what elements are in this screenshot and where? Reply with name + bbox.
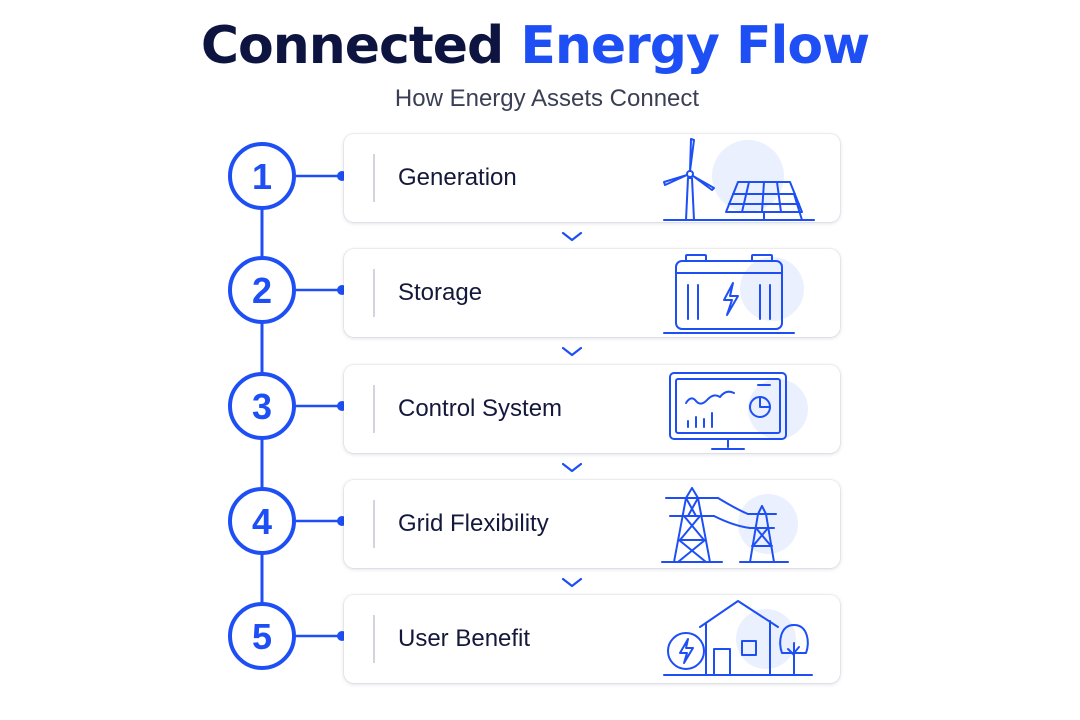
step-number-circle <box>228 602 296 670</box>
step-marker-4: 4 <box>228 487 347 555</box>
card-divider <box>373 615 375 663</box>
step-marker-1: 1 <box>228 142 347 210</box>
step-card-grid-flexibility: Grid Flexibility <box>344 480 840 568</box>
monitor-dashboard-icon <box>669 372 808 450</box>
step-label: Control System <box>398 395 563 422</box>
step-marker-2: 2 <box>228 256 347 324</box>
step-label: Storage <box>398 279 483 306</box>
wind-turbine-solar-panel-icon <box>663 138 815 221</box>
card-divider <box>373 500 375 548</box>
page-subtitle: How Energy Assets Connect <box>394 85 700 112</box>
step-markers: 1 2 3 4 5 <box>228 142 347 670</box>
step-number: 1 <box>252 156 272 197</box>
step-number: 4 <box>252 501 272 542</box>
step-card-storage: Storage <box>344 249 840 337</box>
step-card-control-system: Control System <box>344 365 840 453</box>
step-marker-3: 3 <box>228 372 347 440</box>
step-label: User Benefit <box>398 625 531 652</box>
card-divider <box>373 385 375 433</box>
chevron-down-icon <box>561 462 583 473</box>
step-number-circle <box>228 256 296 324</box>
step-number-circle <box>228 487 296 555</box>
step-number-circle <box>228 372 296 440</box>
card-divider <box>373 269 375 317</box>
page-title: Connected Energy Flow <box>0 14 1070 78</box>
step-label: Generation <box>398 164 517 191</box>
step-card-generation: Generation <box>344 134 840 222</box>
step-number: 3 <box>252 386 272 427</box>
step-card-user-benefit: User Benefit <box>344 595 840 683</box>
battery-icon <box>663 254 804 334</box>
step-number: 2 <box>252 270 272 311</box>
step-label: Grid Flexibility <box>398 510 549 537</box>
step-number: 5 <box>252 616 272 657</box>
transmission-towers-icon <box>661 487 798 563</box>
card-divider <box>373 154 375 202</box>
chevron-down-icon <box>561 577 583 588</box>
house-energy-icon <box>663 600 813 676</box>
title-part-dark: Connected <box>200 16 504 76</box>
chevron-down-icon <box>561 231 583 242</box>
step-marker-5: 5 <box>228 602 347 670</box>
chevron-down-icon <box>561 346 583 357</box>
step-number-circle <box>228 142 296 210</box>
title-part-accent: Energy Flow <box>520 16 870 76</box>
flow-chevrons <box>561 231 583 588</box>
